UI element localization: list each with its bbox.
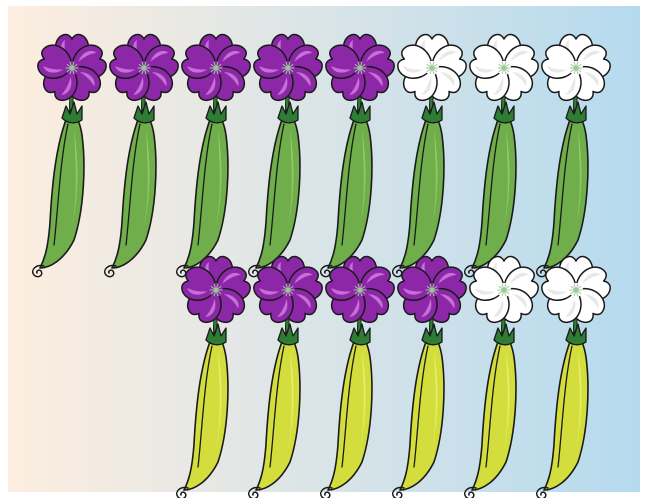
purple-flower bbox=[325, 255, 395, 323]
green-pod bbox=[32, 109, 85, 278]
top-row-plant-2 bbox=[104, 33, 179, 278]
bottom-row-plant-5 bbox=[464, 255, 539, 498]
white-flower bbox=[541, 255, 611, 323]
bottom-row-plant-4 bbox=[392, 255, 467, 498]
top-row-plant-5 bbox=[320, 33, 395, 278]
purple-flower bbox=[109, 33, 179, 101]
bottom-row-plant-2 bbox=[248, 255, 323, 498]
purple-flower bbox=[37, 33, 107, 101]
yellow-pod bbox=[464, 331, 517, 498]
white-flower bbox=[469, 33, 539, 101]
green-pod bbox=[104, 109, 157, 278]
white-flower bbox=[397, 33, 467, 101]
yellow-pod bbox=[248, 331, 301, 498]
green-pod bbox=[248, 109, 301, 278]
purple-flower bbox=[397, 255, 467, 323]
top-row-plant-7 bbox=[464, 33, 539, 278]
top-row-plant-4 bbox=[248, 33, 323, 278]
yellow-pod bbox=[320, 331, 373, 498]
top-row-plant-3 bbox=[176, 33, 251, 278]
purple-flower bbox=[253, 255, 323, 323]
yellow-pod bbox=[536, 331, 589, 498]
bottom-row-plant-3 bbox=[320, 255, 395, 498]
purple-flower bbox=[253, 33, 323, 101]
yellow-pod bbox=[176, 331, 229, 498]
bottom-row-plant-1 bbox=[176, 255, 251, 498]
white-flower bbox=[469, 255, 539, 323]
purple-flower bbox=[181, 255, 251, 323]
purple-flower bbox=[181, 33, 251, 101]
background-panel bbox=[8, 6, 640, 492]
bottom-row-plant-6 bbox=[536, 255, 611, 498]
top-row-plant-8 bbox=[536, 33, 611, 278]
white-flower bbox=[541, 33, 611, 101]
top-row-plant-1 bbox=[32, 33, 107, 278]
yellow-pod bbox=[392, 331, 445, 498]
plants-group bbox=[32, 33, 611, 498]
top-row-plant-6 bbox=[392, 33, 467, 278]
purple-flower bbox=[325, 33, 395, 101]
